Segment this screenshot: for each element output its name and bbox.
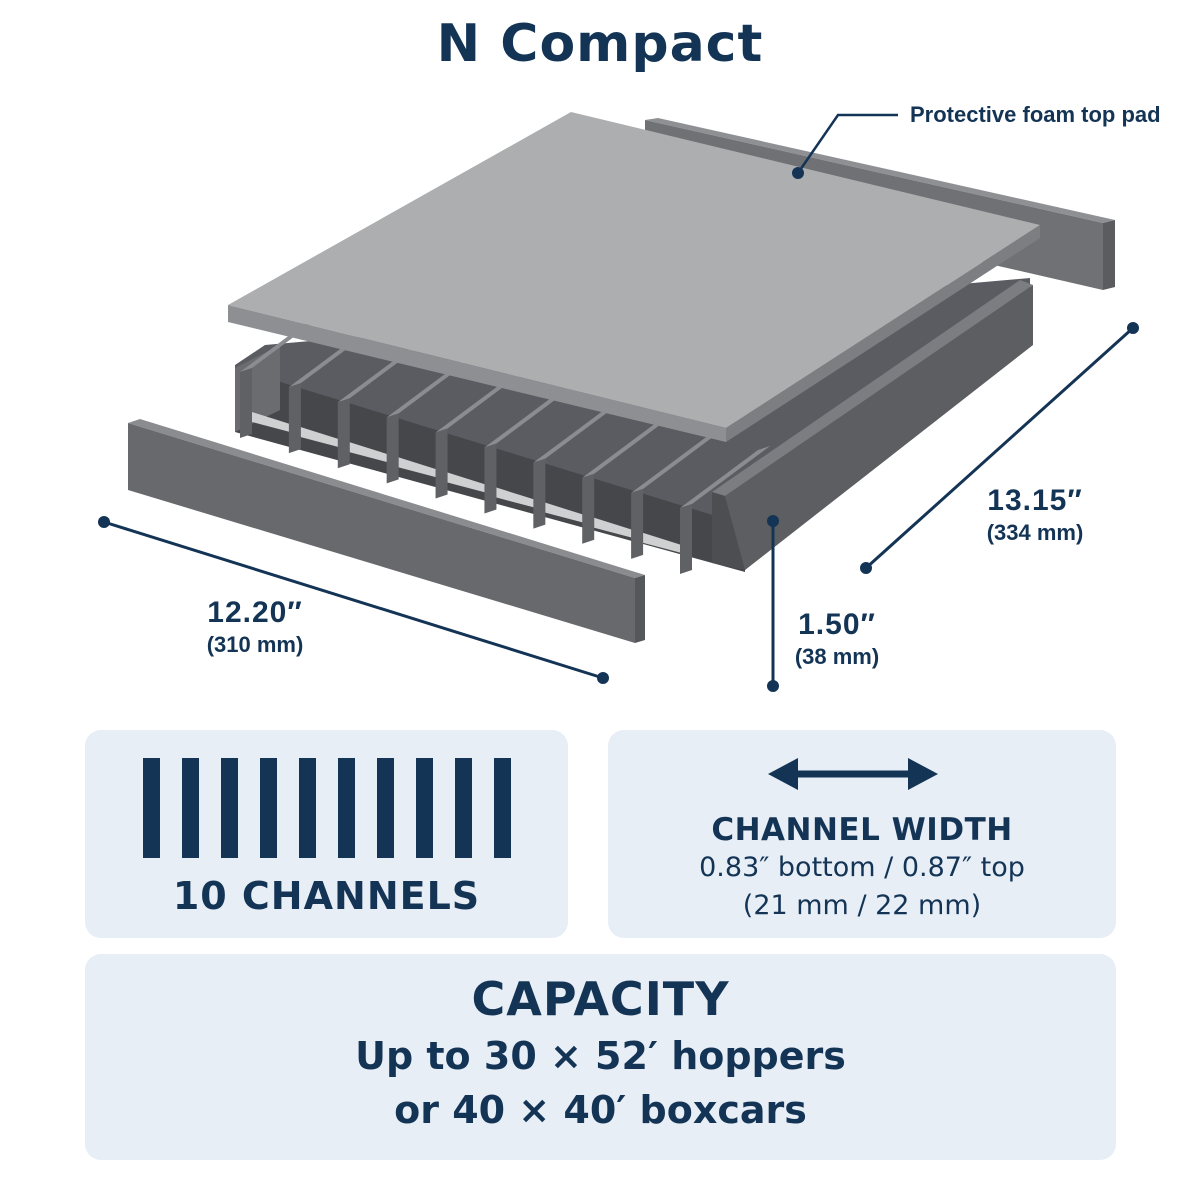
capacity-title: CAPACITY (471, 972, 730, 1026)
channel-divider (533, 400, 624, 529)
depth-value: 13.15″ (987, 484, 1083, 517)
width-value: 12.20″ (207, 596, 303, 629)
channel-bar (143, 758, 160, 858)
height-metric: (38 mm) (794, 644, 880, 669)
channel-width-imperial: 0.83″ bottom / 0.87″ top (699, 852, 1025, 883)
channel-width-title: CHANNEL WIDTH (711, 812, 1013, 848)
width-dimension-label: 12.20″ (310 mm) (175, 596, 335, 658)
height-dimension-line (767, 515, 779, 692)
channel-width-card: CHANNEL WIDTH 0.83″ bottom / 0.87″ top (… (608, 730, 1116, 938)
channel-bar (338, 758, 355, 858)
channel-divider (484, 385, 575, 514)
channel-divider (631, 430, 722, 559)
page-title: N Compact (436, 14, 764, 74)
capacity-line-1: Up to 30 × 52′ hoppers (355, 1034, 846, 1078)
depth-metric: (334 mm) (986, 520, 1084, 545)
width-dimension-line (98, 516, 609, 684)
depth-dimension-label: 13.15″ (334 mm) (955, 484, 1115, 546)
channel-divider (582, 415, 673, 544)
front-side-wall (128, 419, 645, 643)
product-diagram (98, 112, 1139, 692)
foam-top-pad (228, 112, 1040, 442)
capacity-card: CAPACITY Up to 30 × 52′ hoppers or 40 × … (85, 954, 1116, 1160)
channel-bar (377, 758, 394, 858)
channel-width-metric: (21 mm / 22 mm) (742, 890, 982, 921)
channel-bar (260, 758, 277, 858)
callout-leader (792, 113, 898, 179)
callout-label: Protective foam top pad (910, 102, 1161, 127)
channel-bar (494, 758, 511, 858)
channel-bar (221, 758, 238, 858)
height-value: 1.50″ (798, 608, 876, 641)
channel-bar (299, 758, 316, 858)
height-dimension-label: 1.50″ (38 mm) (772, 608, 902, 670)
tray-end-wall (712, 280, 1033, 570)
channel-bar (182, 758, 199, 858)
channel-bars-icon (143, 758, 511, 858)
depth-dimension-line (860, 322, 1139, 574)
capacity-line-2: or 40 × 40′ boxcars (394, 1088, 807, 1132)
channels-card: 10 CHANNELS (85, 730, 568, 938)
double-arrow-icon (768, 758, 938, 790)
channel-bar (416, 758, 433, 858)
channels-label: 10 CHANNELS (172, 874, 481, 918)
width-metric: (310 mm) (206, 632, 304, 657)
channel-divider (680, 446, 770, 574)
channel-bar (455, 758, 472, 858)
